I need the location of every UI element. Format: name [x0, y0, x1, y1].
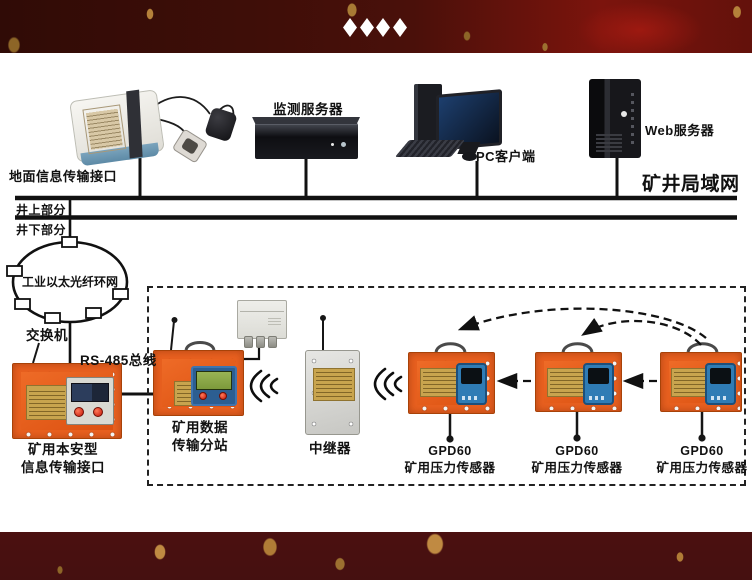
- underground-section-label: 井下部分: [16, 223, 67, 237]
- sensor-label: GPD60 矿用压力传感器: [404, 444, 496, 475]
- top-banner: [0, 0, 752, 53]
- diamond-icon: [393, 18, 407, 37]
- wireless-zone-outline: [147, 286, 746, 486]
- sensor-display-module: [456, 363, 487, 405]
- repeater-photo: [305, 350, 360, 435]
- pc-client-label: PC客户端: [476, 149, 536, 164]
- mouse-icon: [462, 152, 477, 161]
- display-panel: [66, 377, 114, 425]
- bottom-banner: [0, 532, 752, 580]
- surface-section-label: 井上部分: [16, 203, 67, 217]
- ground-interface-photo: [69, 89, 165, 167]
- intrinsic-safe-interface-photo: [12, 363, 122, 439]
- brass-plate: [547, 368, 587, 397]
- pressure-sensor-photo: [408, 352, 495, 414]
- mine-lan-bus: [15, 156, 737, 220]
- sensor-label: GPD60 矿用压力传感器: [531, 444, 623, 475]
- substation-photo: [153, 350, 244, 416]
- ground-interface-label: 地面信息传输接口: [9, 169, 118, 184]
- serial-connector-icon: [171, 128, 209, 164]
- switch-label: 交换机: [26, 328, 68, 343]
- intrinsic-interface-label: 矿用本安型 信息传输接口: [21, 442, 105, 475]
- pc-client-photo: [394, 84, 502, 162]
- pressure-sensor-photo: [660, 352, 742, 412]
- web-server-photo: [589, 79, 641, 158]
- junction-box-photo: [237, 300, 287, 348]
- brass-plate: [671, 368, 709, 397]
- web-server-label: Web服务器: [645, 123, 715, 138]
- power-button-icon: [621, 111, 627, 117]
- sensor-display-module: [705, 363, 736, 405]
- monitor-server-label: 监测服务器: [273, 102, 343, 117]
- power-plug-icon: [204, 106, 238, 143]
- diamond-icon: [360, 18, 374, 37]
- pressure-sensor-photo: [535, 352, 622, 412]
- mine-lan-label: 矿井局域网: [642, 174, 740, 195]
- brass-plate: [313, 368, 355, 401]
- sensor-label: GPD60 矿用压力传感器: [656, 444, 748, 475]
- device-label-plate: [82, 104, 127, 155]
- fiber-ring-label: 工业以太光纤环网: [21, 275, 118, 289]
- sensor-display-module: [583, 363, 614, 405]
- lcd-screen: [71, 383, 109, 402]
- lcd-module: [191, 366, 237, 406]
- rs485-bus-label: RS-485总线: [80, 353, 157, 368]
- keyboard-icon: [394, 140, 466, 157]
- brass-plate: [26, 385, 68, 420]
- monitor-server-photo: [252, 117, 360, 159]
- diamond-icon: [343, 18, 357, 37]
- repeater-label: 中继器: [309, 441, 351, 456]
- diamond-icon: [376, 18, 390, 37]
- substation-label: 矿用数据 传输分站: [172, 420, 228, 453]
- brass-plate: [420, 368, 460, 397]
- lcd-screen: [196, 371, 232, 390]
